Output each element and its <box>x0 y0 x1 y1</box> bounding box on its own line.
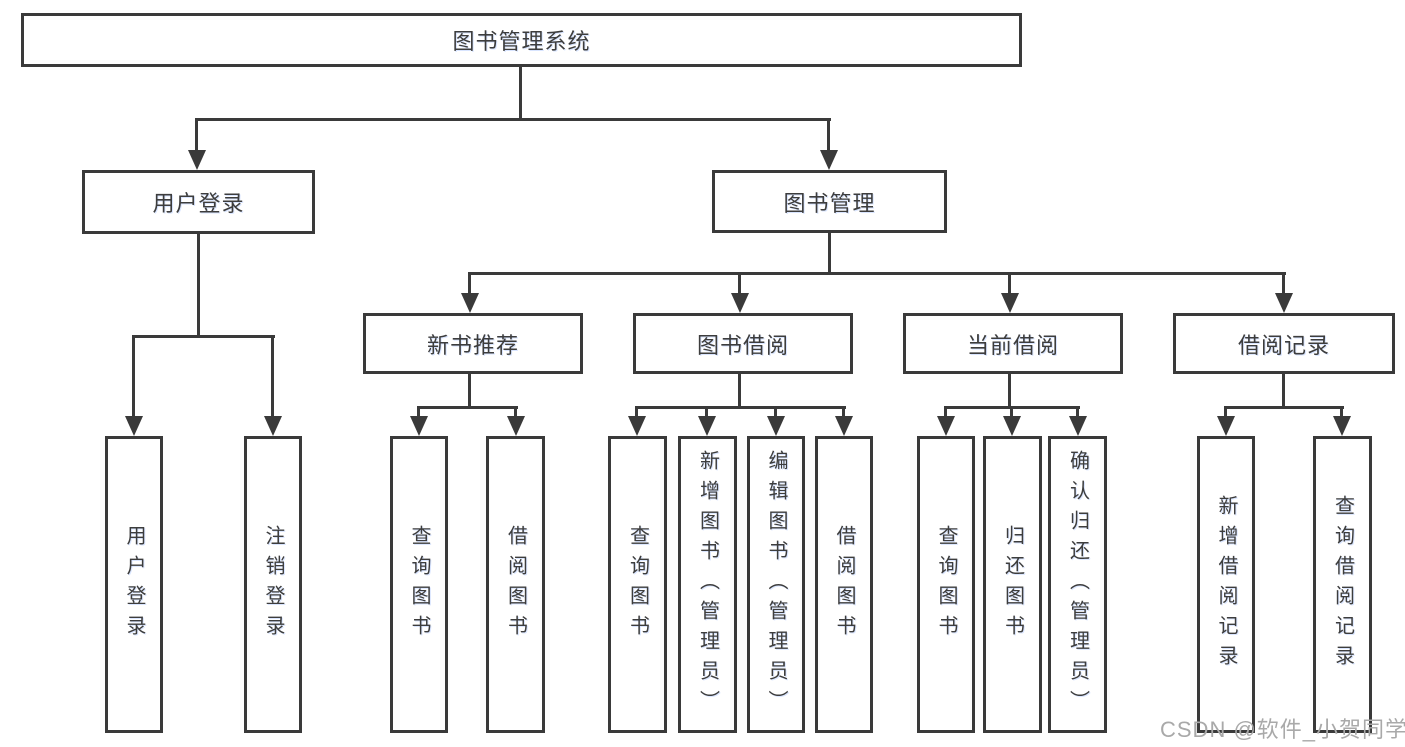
connector-drop <box>1010 406 1013 418</box>
arrow-down-icon <box>125 416 143 436</box>
connector-drop <box>514 406 517 418</box>
arrow-down-icon <box>1001 293 1019 313</box>
leaf-user-login: 用户登录 <box>105 436 163 733</box>
connector-drop <box>944 406 947 418</box>
node-current-borrow: 当前借阅 <box>903 313 1123 374</box>
connector-book-borrow-branch <box>635 406 846 409</box>
connector-drop <box>774 406 777 418</box>
node-book-management: 图书管理 <box>712 170 947 233</box>
leaf-query-books-3: 查询图书 <box>917 436 975 733</box>
connector-drop <box>417 406 420 418</box>
leaf-borrow-books-1: 借阅图书 <box>486 436 545 733</box>
arrow-down-icon <box>820 150 838 170</box>
connector-book-mgmt-stub <box>828 233 831 273</box>
arrow-down-icon <box>731 293 749 313</box>
connector-drop <box>1076 406 1079 418</box>
arrow-down-icon <box>1003 416 1021 436</box>
connector-user-login-stub <box>197 234 200 336</box>
connector-drop-borrow-record <box>1282 272 1285 295</box>
connector-user-login-branch <box>132 335 275 338</box>
connector-borrow-record-branch <box>1224 406 1344 409</box>
node-new-book-recommend: 新书推荐 <box>363 313 583 374</box>
csdn-watermark: CSDN @软件_小贺同学 <box>1160 717 1405 742</box>
connector-drop-leaf-user-login <box>132 335 135 418</box>
leaf-query-books-2: 查询图书 <box>608 436 667 733</box>
arrow-down-icon <box>1217 416 1235 436</box>
connector-drop-book-mgmt <box>827 118 830 152</box>
connector-drop <box>1340 406 1343 418</box>
node-user-login: 用户登录 <box>82 170 315 234</box>
connector-drop <box>842 406 845 418</box>
arrow-down-icon <box>628 416 646 436</box>
arrow-down-icon <box>937 416 955 436</box>
leaf-label: 借阅图书 <box>833 524 855 645</box>
node-book-borrow: 图书借阅 <box>633 313 853 374</box>
connector-new-book-stub <box>468 374 471 407</box>
arrow-down-icon <box>835 416 853 436</box>
leaf-label: 注销登录 <box>262 524 284 645</box>
leaf-return-books: 归还图书 <box>983 436 1042 733</box>
leaf-label: 归还图书 <box>1001 524 1024 645</box>
connector-book-borrow-stub <box>738 374 741 407</box>
connector-drop-user-login <box>195 118 198 152</box>
leaf-add-book-admin: 新增图书（管理员） <box>678 436 737 733</box>
connector-drop-leaf-logout <box>271 335 274 418</box>
arrow-down-icon <box>507 416 525 436</box>
leaf-label: 编辑图书（管理员） <box>765 449 787 720</box>
connector-drop-current-borrow <box>1008 272 1011 295</box>
leaf-confirm-return-admin: 确认归还（管理员） <box>1048 436 1107 733</box>
connector-drop <box>705 406 708 418</box>
connector-book-mgmt-branch <box>468 272 1286 275</box>
connector-drop-new-book <box>468 272 471 295</box>
arrow-down-icon <box>1333 416 1351 436</box>
leaf-label: 查询图书 <box>935 524 957 645</box>
connector-drop-book-borrow <box>738 272 741 295</box>
connector-new-book-branch <box>417 406 518 409</box>
leaf-edit-book-admin: 编辑图书（管理员） <box>747 436 805 733</box>
leaf-label: 查询图书 <box>408 524 430 645</box>
arrow-down-icon <box>410 416 428 436</box>
leaf-logout: 注销登录 <box>244 436 302 733</box>
leaf-label: 借阅图书 <box>504 524 527 645</box>
arrow-down-icon <box>767 416 785 436</box>
arrow-down-icon <box>1275 293 1293 313</box>
leaf-label: 查询图书 <box>626 524 649 645</box>
leaf-label: 新增图书（管理员） <box>696 449 719 720</box>
arrow-down-icon <box>188 150 206 170</box>
leaf-label: 确认归还（管理员） <box>1066 449 1089 720</box>
leaf-query-borrow-record: 查询借阅记录 <box>1313 436 1372 733</box>
connector-drop <box>1224 406 1227 418</box>
node-library-system: 图书管理系统 <box>21 13 1022 67</box>
leaf-borrow-books-2: 借阅图书 <box>815 436 873 733</box>
arrow-down-icon <box>461 293 479 313</box>
leaf-label: 查询借阅记录 <box>1331 494 1354 675</box>
connector-root-stub <box>519 67 522 118</box>
connector-root-branch <box>195 118 831 121</box>
leaf-label: 用户登录 <box>123 524 145 645</box>
connector-borrow-record-stub <box>1282 374 1285 407</box>
leaf-label: 新增借阅记录 <box>1215 494 1237 675</box>
connector-current-borrow-stub <box>1008 374 1011 407</box>
arrow-down-icon <box>698 416 716 436</box>
connector-drop <box>635 406 638 418</box>
node-borrow-records: 借阅记录 <box>1173 313 1395 374</box>
leaf-query-books-1: 查询图书 <box>390 436 448 733</box>
arrow-down-icon <box>1069 416 1087 436</box>
arrow-down-icon <box>264 416 282 436</box>
leaf-add-borrow-record: 新增借阅记录 <box>1197 436 1255 733</box>
